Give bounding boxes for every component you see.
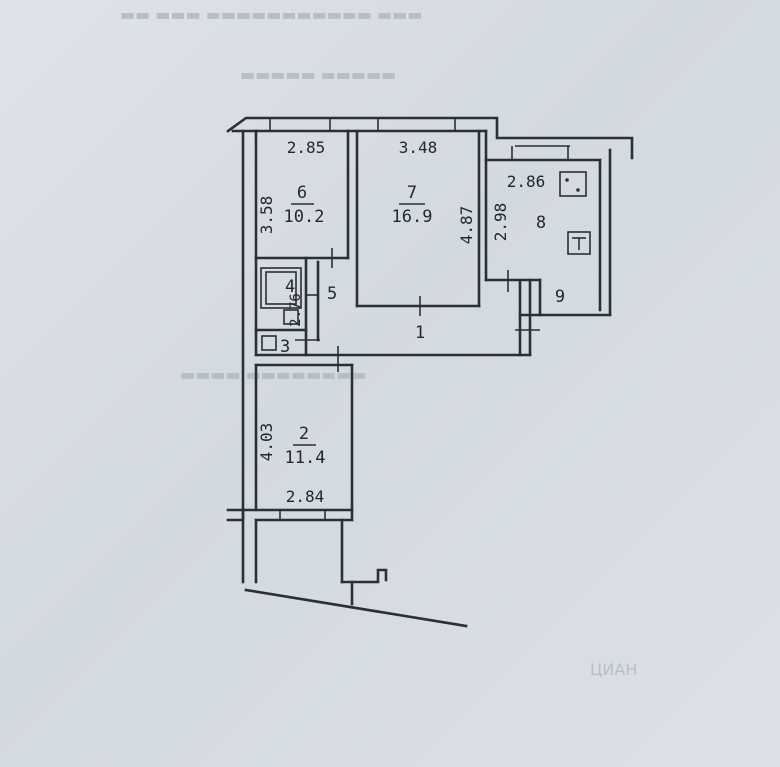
stove-icon bbox=[559, 171, 587, 197]
faded-header-text: ▬▬ ▬▬▬ ▬▬▬▬▬▬▬▬▬▬▬ ▬▬▬ bbox=[120, 5, 422, 24]
dim-room8-width: 2.86 bbox=[507, 172, 546, 191]
room-2-area: 11.4 bbox=[285, 448, 326, 468]
room-9-number: 9 bbox=[555, 287, 565, 307]
dim-room8-depth: 2.98 bbox=[491, 203, 510, 242]
room-7-area: 16.9 bbox=[392, 207, 433, 227]
room-3-number: 3 bbox=[280, 337, 290, 357]
room-1-number: 1 bbox=[415, 323, 425, 343]
dim-hall-depth: 2.76 bbox=[288, 293, 304, 327]
fixtures bbox=[260, 171, 591, 351]
dim-room6-depth: 3.58 bbox=[257, 196, 276, 235]
dim-room7-width: 3.48 bbox=[399, 138, 438, 157]
faded-text-line: ▬▬▬▬▬ ▬▬▬▬▬ bbox=[240, 65, 396, 84]
room-4-number: 4 bbox=[285, 277, 295, 297]
dim-room7-depth: 4.87 bbox=[457, 206, 476, 245]
room-2-number: 2 bbox=[299, 424, 309, 444]
faded-text-line: ▬▬▬▬ ▬▬▬▬▬▬▬▬ bbox=[180, 365, 367, 384]
dimension-labels: 2.85 3.58 3.48 4.87 2.86 2.98 2.76 2.84 … bbox=[257, 138, 545, 506]
room-7-number: 7 bbox=[407, 183, 417, 203]
room-6-area: 10.2 bbox=[284, 207, 325, 227]
toilet-icon bbox=[261, 335, 277, 351]
dim-room2-width: 2.84 bbox=[286, 487, 325, 506]
room-labels: 1 2 11.4 3 4 5 6 10.2 7 16.9 8 9 bbox=[280, 183, 565, 468]
dim-room2-depth: 4.03 bbox=[257, 423, 276, 462]
outer-walls bbox=[226, 116, 634, 628]
room-8-number: 8 bbox=[536, 213, 546, 233]
dim-room6-width: 2.85 bbox=[287, 138, 326, 157]
door-marks bbox=[295, 248, 540, 372]
room-5-number: 5 bbox=[327, 284, 337, 304]
bathtub-icon bbox=[260, 267, 302, 309]
sink-icon bbox=[283, 309, 299, 325]
window-marks bbox=[269, 118, 570, 520]
kitchen-sink-icon bbox=[567, 231, 591, 255]
room-6-number: 6 bbox=[297, 183, 307, 203]
watermark-text: ЦИАН bbox=[590, 660, 637, 679]
